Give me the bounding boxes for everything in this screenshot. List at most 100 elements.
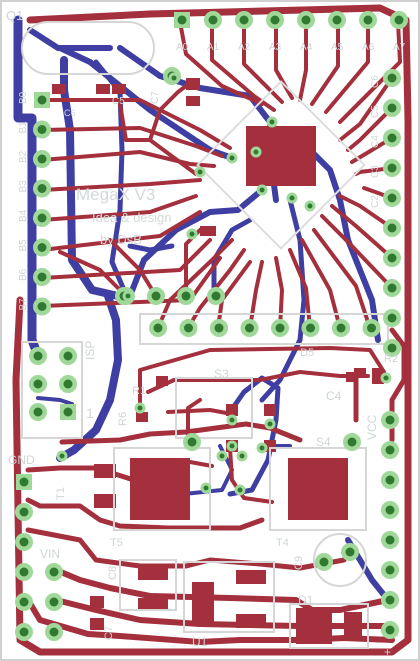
right-label-4: C2 xyxy=(370,195,381,208)
pad-right-2-hole xyxy=(387,133,397,143)
smd-pads xyxy=(52,78,384,644)
pad-row-3-hole xyxy=(245,323,254,333)
pad-isp-5-hole xyxy=(63,407,73,417)
pad-top-7-hole xyxy=(394,15,404,25)
pad-isp-2-hole xyxy=(33,379,43,389)
pad-vcc-5-hole xyxy=(385,565,395,575)
pad-top-6-hole xyxy=(363,15,373,25)
label-q1: Q1 xyxy=(6,8,23,23)
pad-row-7-hole xyxy=(367,323,376,333)
label-c6: C6 xyxy=(64,108,76,118)
analog-label-1: A1 xyxy=(207,42,220,53)
portb-label-5: B5 xyxy=(18,239,29,252)
label-d5: D5 xyxy=(300,347,314,359)
pad-gnd-5-hole xyxy=(19,627,29,637)
vias xyxy=(56,72,392,496)
pad-isp-1-hole xyxy=(63,351,73,361)
pad-left-2-hole xyxy=(37,154,47,164)
label-d1: D1 xyxy=(298,593,314,607)
pad-right-7-hole xyxy=(387,283,397,293)
label-t4: T4 xyxy=(276,537,289,549)
portb-label-4: B4 xyxy=(18,209,29,222)
label-vin: VIN xyxy=(40,547,60,561)
pad-c9-a-hole xyxy=(319,557,329,567)
label-c8: C8 xyxy=(107,566,119,580)
label-t1: T1 xyxy=(55,487,67,500)
label-c9: C9 xyxy=(293,556,305,570)
analog-label-0: A0 xyxy=(176,42,189,53)
analog-label-6: A6 xyxy=(362,42,375,53)
board-author: by DsB xyxy=(100,232,142,247)
portb-label-3: B3 xyxy=(18,180,29,193)
pad-vin-2-hole xyxy=(49,627,59,637)
analog-label-4: A4 xyxy=(300,42,313,53)
pad-gnd-1-hole xyxy=(19,507,29,517)
pad-right-5-hole xyxy=(387,223,397,233)
pad-vcc-2-hole xyxy=(385,475,395,485)
portb-label-7: B7 xyxy=(18,298,29,311)
pad-top-5-hole xyxy=(332,15,342,25)
pad-top-0-hole xyxy=(177,15,187,25)
label-t5: T5 xyxy=(110,537,123,549)
portb-label-6: B6 xyxy=(18,268,29,281)
pad-left-5-hole xyxy=(37,243,47,252)
pad-s3-a-hole xyxy=(187,437,197,447)
pad-gnd-0-hole xyxy=(19,477,29,487)
mcu-u1-outline xyxy=(196,80,366,250)
pad-left-4-hole xyxy=(37,213,47,223)
pad-right-3-hole xyxy=(387,163,397,173)
portb-label-2: B2 xyxy=(18,150,29,163)
pad-right-1-hole xyxy=(387,103,397,113)
pad-left-7-hole xyxy=(37,302,47,311)
pad-isp-0-hole xyxy=(33,351,43,361)
pad-left-1-hole xyxy=(37,125,47,134)
pad-left-6-hole xyxy=(37,272,47,282)
pad-right-9-hole xyxy=(387,343,397,353)
pad-mid-3-hole xyxy=(211,291,221,301)
pad-right-8-hole xyxy=(387,313,397,323)
pad-top-3-hole xyxy=(270,15,280,25)
pad-row-1-hole xyxy=(184,323,193,333)
pad-gnd-4-hole xyxy=(19,597,29,607)
label-gnd: GND xyxy=(8,453,35,467)
label-r2: R2 xyxy=(384,353,398,365)
label-plus: + xyxy=(384,645,391,659)
label-r6: R6 xyxy=(117,412,129,426)
right-label-2: C4 xyxy=(370,135,381,148)
board-title: MegaX V3 xyxy=(76,185,155,204)
pad-row-6-hole xyxy=(336,323,346,333)
analog-label-5: A5 xyxy=(331,42,344,53)
pad-right-0-hole xyxy=(387,73,397,83)
pad-vcc-3-hole xyxy=(385,505,395,515)
pad-mid-2-hole xyxy=(181,291,191,301)
right-label-0: C6 xyxy=(370,75,381,88)
analog-label-2: A2 xyxy=(238,42,251,53)
pad-gnd-2-hole xyxy=(19,537,29,547)
analog-label-7: A7 xyxy=(393,42,406,53)
pad-vin-1-hole xyxy=(49,597,59,607)
pad-top-1-hole xyxy=(208,15,218,25)
pad-isp-3-hole xyxy=(63,379,73,389)
label-u1: U1 xyxy=(192,635,208,649)
pad-mid-1-hole xyxy=(151,291,161,301)
pad-right-4-hole xyxy=(387,193,397,203)
pad-gnd-3-hole xyxy=(19,567,29,577)
board-credit: Idea & design xyxy=(92,210,172,225)
label-s4: S4 xyxy=(316,435,331,449)
label-c7-top: C7 xyxy=(150,91,161,104)
portb-label-1: B1 xyxy=(18,121,29,134)
silkscreen-outlines xyxy=(21,21,389,649)
silkscreen-text: Q1 C6 C5 R1 R6 R2 S3 S4 C4 VCC GND VIN D… xyxy=(6,8,406,659)
label-c5: C5 xyxy=(112,96,125,107)
label-pin-one: 1 xyxy=(86,405,94,421)
label-vcc: VCC xyxy=(365,414,379,440)
label-s3: S3 xyxy=(214,367,229,381)
through-hole-pads xyxy=(15,11,408,641)
portb-label-0: B0 xyxy=(18,91,29,104)
